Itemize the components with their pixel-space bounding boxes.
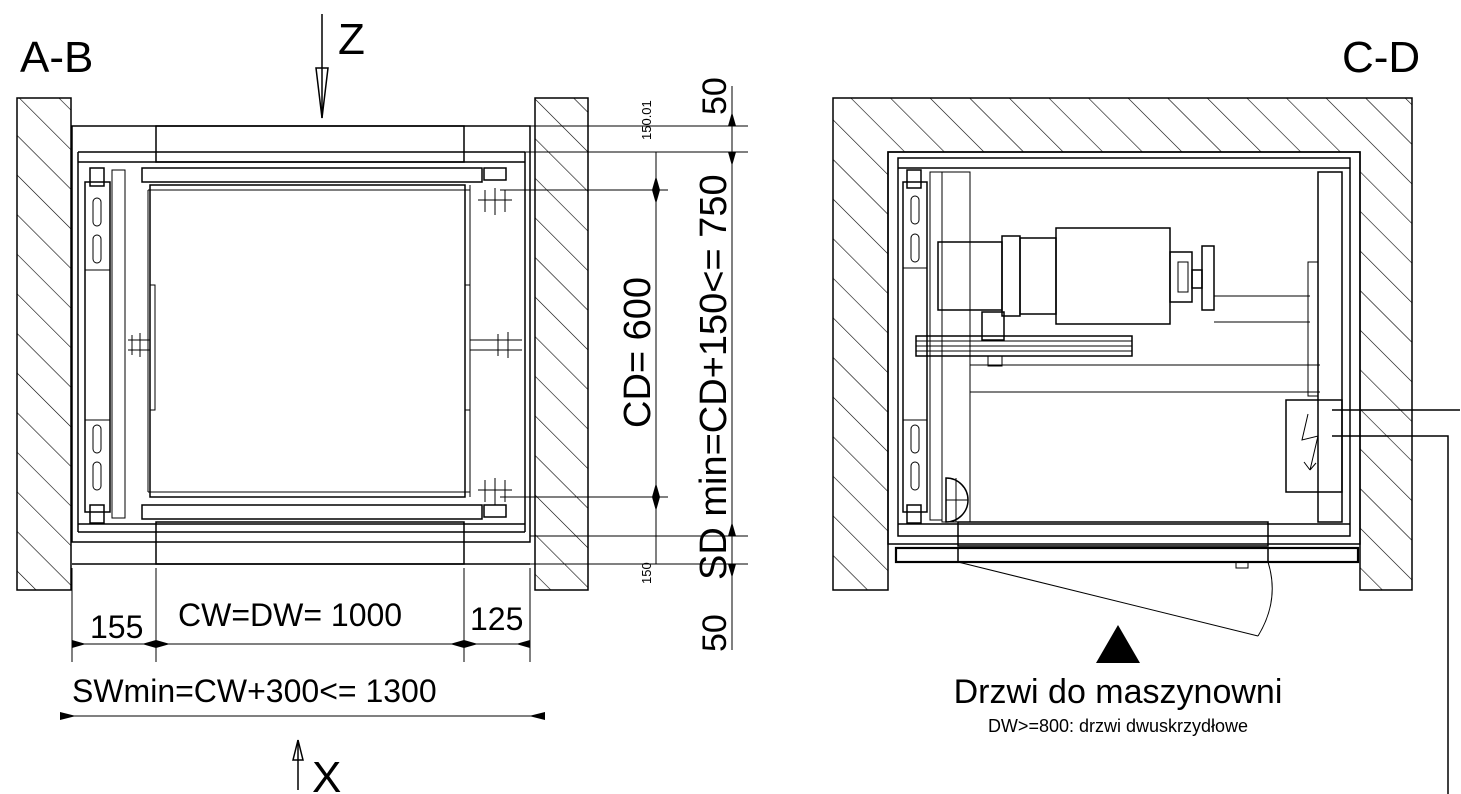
dim-top-50-label: 50: [696, 77, 734, 115]
vertical-dimensions: [500, 86, 748, 650]
horizontal-dimensions: [60, 568, 545, 720]
buffer: [945, 477, 969, 523]
right-rail-brackets: [470, 167, 522, 518]
shaft-frame: [71, 125, 531, 565]
dim-cw-label: CW=DW= 1000: [178, 597, 402, 633]
door-label: Drzwi do maszynowni: [954, 673, 1283, 711]
door-direction-triangle: [1096, 625, 1140, 663]
view-label-x: X: [312, 753, 341, 794]
dim-sd-label: SD min=CD+150<= 750: [693, 174, 735, 580]
dim-bottom-50-label: 50: [696, 614, 734, 652]
left-view-title: A-B: [20, 33, 93, 82]
dim-125-label: 125: [470, 601, 523, 637]
dim-cd-label: CD= 600: [617, 277, 659, 428]
door-note: DW>=800: drzwi dwuskrzydłowe: [988, 716, 1248, 736]
view-arrow-z: [315, 14, 329, 119]
dim-top-small-label: 150.01: [639, 100, 654, 140]
right-view: C-D Drzwi do maszynowni DW>=800: drzwi d…: [832, 33, 1460, 794]
electrical-box: [1285, 399, 1460, 794]
lift-machine: [915, 227, 1310, 367]
dim-sw-label: SWmin=CW+300<= 1300: [72, 673, 437, 709]
right-view-title: C-D: [1342, 33, 1420, 82]
left-view: A-B Z X CD= 600 SD min=CD+150<= 750 150.…: [16, 14, 748, 794]
dim-bottom-small-label: 150: [639, 562, 654, 584]
left-wall-left: [16, 97, 72, 591]
dim-155-label: 155: [90, 609, 143, 645]
machine-room-door: [894, 521, 1360, 637]
right-guide-rail: [1307, 171, 1343, 523]
view-label-z: Z: [338, 15, 365, 64]
car-body: [141, 167, 483, 520]
counterweight-left: [84, 167, 150, 524]
left-wall-right: [534, 97, 589, 591]
view-arrow-x: [292, 739, 304, 790]
